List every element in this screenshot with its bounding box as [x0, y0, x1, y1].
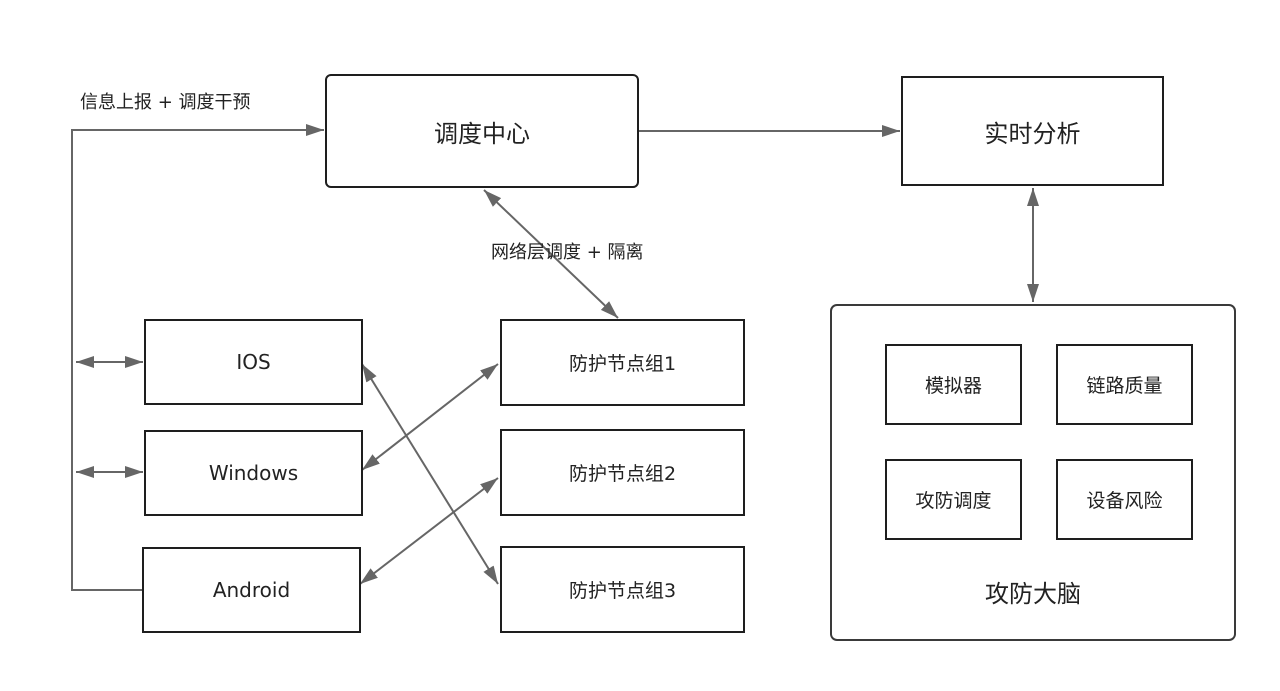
node-group-1-label: 防护节点组1 [568, 353, 677, 375]
node-group-1[interactable]: 防护节点组1 [500, 319, 745, 406]
node-device-risk-label: 设备风险 [1086, 490, 1163, 512]
edge-report-intervene [71, 124, 324, 591]
node-ios[interactable]: IOS [144, 319, 363, 405]
edge-network-dispatch-isolation [483, 189, 619, 319]
node-simulator-label: 模拟器 [924, 375, 982, 397]
node-windows-label: Windows [208, 461, 299, 485]
edge-windows-group1 [361, 363, 499, 471]
node-realtime-analysis-label: 实时分析 [984, 119, 1081, 148]
label-network-dispatch-isolation: 网络层调度 + 隔离 [491, 242, 644, 263]
node-device-risk[interactable]: 设备风险 [1056, 459, 1193, 540]
edge-android-group2 [359, 477, 499, 585]
node-link-quality[interactable]: 链路质量 [1056, 344, 1193, 425]
node-android[interactable]: Android [142, 547, 361, 633]
node-group-3[interactable]: 防护节点组3 [500, 546, 745, 633]
node-attack-defense-dispatch-label: 攻防调度 [915, 490, 992, 512]
node-group-2[interactable]: 防护节点组2 [500, 429, 745, 516]
node-ios-label: IOS [236, 350, 271, 374]
node-link-quality-label: 链路质量 [1086, 375, 1163, 397]
node-windows[interactable]: Windows [144, 430, 363, 516]
edge-ios-group3 [361, 363, 499, 585]
node-group-2-label: 防护节点组2 [568, 463, 677, 485]
node-dispatch-center[interactable]: 调度中心 [325, 74, 639, 188]
node-group-3-label: 防护节点组3 [568, 580, 677, 602]
label-report-intervene: 信息上报 + 调度干预 [80, 92, 251, 113]
node-attack-defense-dispatch[interactable]: 攻防调度 [885, 459, 1022, 540]
node-brain-label: 攻防大脑 [985, 580, 1081, 608]
node-dispatch-center-label: 调度中心 [434, 119, 530, 148]
node-realtime-analysis[interactable]: 实时分析 [901, 76, 1164, 186]
node-android-label: Android [212, 578, 291, 602]
node-simulator[interactable]: 模拟器 [885, 344, 1022, 425]
